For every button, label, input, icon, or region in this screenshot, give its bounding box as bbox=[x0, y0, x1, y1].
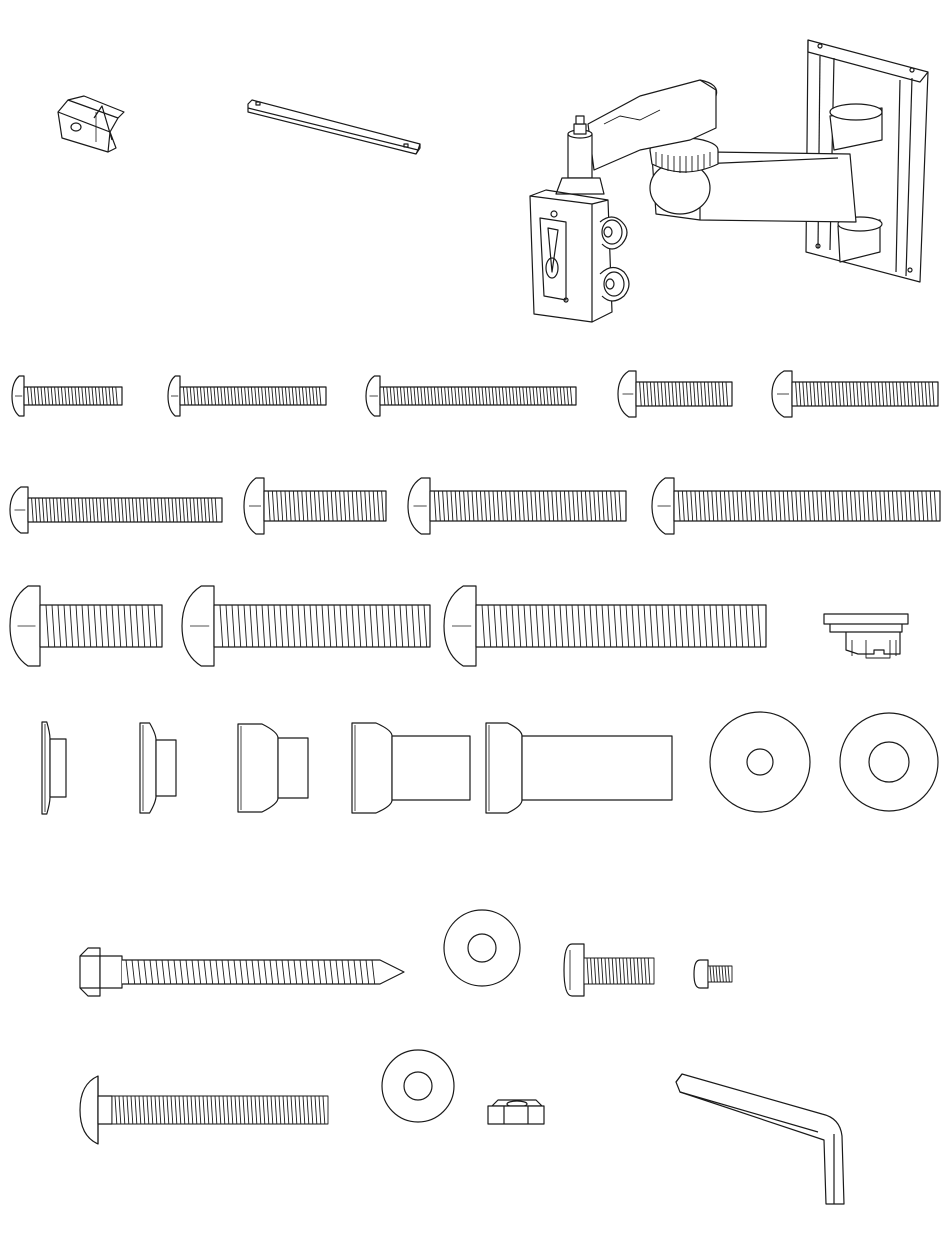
spacer-l-icon bbox=[352, 723, 470, 813]
hex-nut-icon bbox=[488, 1100, 544, 1124]
cover-clip-icon bbox=[824, 614, 908, 658]
small-screw-icon bbox=[694, 960, 732, 988]
carriage-bolt-icon bbox=[80, 1076, 328, 1144]
screw-m4-long-icon bbox=[366, 376, 576, 416]
spacer-group bbox=[42, 722, 672, 814]
spacer-s-icon bbox=[140, 723, 176, 813]
screw-m8-short-icon bbox=[10, 586, 162, 666]
lag-washer-icon bbox=[444, 910, 520, 986]
clip-nut-icon bbox=[58, 96, 124, 152]
screw-m6-long-icon bbox=[652, 478, 940, 534]
button-head-screw-icon bbox=[564, 944, 654, 996]
screw-m5-short-icon bbox=[618, 371, 732, 417]
spacer-xl-icon bbox=[486, 723, 672, 813]
spacer-m-icon bbox=[238, 724, 308, 812]
screw-m6-short-icon bbox=[244, 478, 386, 534]
lag-bolt-icon bbox=[80, 948, 404, 996]
screw-m8-medium-icon bbox=[182, 586, 430, 666]
screw-group bbox=[10, 371, 940, 666]
washer-small-hole-icon bbox=[710, 712, 810, 812]
screw-m4-short-icon bbox=[12, 376, 122, 416]
spacer-xs-icon bbox=[42, 722, 66, 814]
screw-m6-medium-icon bbox=[408, 478, 626, 534]
screw-m4-medium-icon bbox=[168, 376, 326, 416]
screw-m5-long-icon bbox=[772, 371, 938, 417]
screw-m5-extra-long-icon bbox=[10, 487, 222, 533]
washer-large-hole-icon bbox=[840, 713, 938, 811]
wall-mount-arm-bracket bbox=[530, 40, 928, 322]
allen-key-icon bbox=[676, 1074, 844, 1204]
screw-m8-long-icon bbox=[444, 586, 766, 666]
flat-washer-icon bbox=[382, 1050, 454, 1122]
flat-bar-icon bbox=[248, 100, 420, 154]
